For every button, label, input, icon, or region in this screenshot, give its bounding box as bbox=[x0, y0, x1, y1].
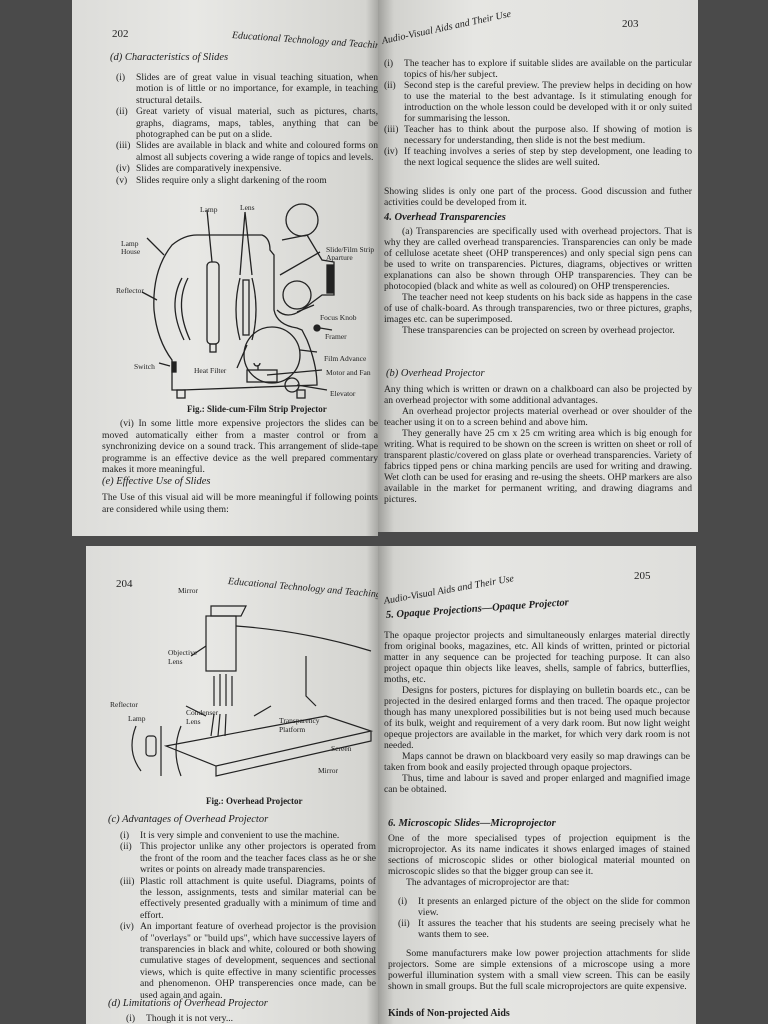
label-elevator: Elevator bbox=[330, 389, 356, 398]
paragraph: (a) Transparencies are specifically used… bbox=[384, 226, 692, 292]
list-item: (ii)This projector unlike any other proj… bbox=[120, 841, 376, 876]
list-item: (i)It presents an enlarged picture of th… bbox=[398, 896, 690, 918]
microprojector-text: One of the more specialised types of pro… bbox=[388, 833, 690, 992]
running-head: Educational Technology and Teaching Skil… bbox=[231, 30, 378, 53]
paragraph: Thus, time and labour is saved and prope… bbox=[384, 773, 690, 795]
paragraph: The Use of this visual aid will be more … bbox=[102, 492, 378, 515]
page-204: 204 Educational Technology and Teaching … bbox=[86, 546, 378, 1024]
section-heading: (c) Advantages of Overhead Projector bbox=[108, 814, 269, 825]
page-number: 204 bbox=[116, 578, 133, 590]
advantages-list: (i)It is very simple and convenient to u… bbox=[120, 830, 376, 1001]
list-item: (iii)Plastic roll attachment is quite us… bbox=[120, 875, 376, 921]
page-202: 202 Educational Technology and Teaching … bbox=[72, 0, 378, 536]
paragraph: Designs for posters, pictures for displa… bbox=[384, 685, 690, 751]
label-film-advance: Film Advance bbox=[324, 354, 367, 363]
list-item: (iv)An important feature of overhead pro… bbox=[120, 921, 376, 1001]
running-head: Audio-Visual Aids and Their Use bbox=[380, 8, 513, 47]
label-platform: Transparency Platform bbox=[279, 716, 320, 734]
list-item: (iii)Teacher has to think about the purp… bbox=[384, 124, 692, 146]
paragraph: One of the more specialised types of pro… bbox=[388, 833, 690, 877]
label-heat-filter: Heat Filter bbox=[194, 366, 227, 375]
page-number: 203 bbox=[622, 18, 639, 30]
section-heading: (d) Characteristics of Slides bbox=[110, 52, 229, 63]
label-objective-lens: Objective Lens bbox=[168, 648, 198, 666]
list-item: (iv)If teaching involves a series of ste… bbox=[384, 146, 692, 168]
label-lamp: Lamp bbox=[128, 714, 146, 723]
paragraph: An overhead projector projects material … bbox=[384, 406, 692, 428]
label-aperture: Slide/Film Strip Aparture bbox=[326, 245, 375, 262]
figure-caption: Fig.: Slide-cum-Film Strip Projector bbox=[187, 404, 327, 414]
list-item: (i)Slides are of great value in visual t… bbox=[116, 72, 378, 106]
page-205: 205 Audio-Visual Aids and Their Use 5. O… bbox=[378, 546, 696, 1024]
page-number: 205 bbox=[634, 570, 651, 582]
label-condenser-lens: Condenser Lens bbox=[186, 708, 219, 726]
list-item: (i)Though it is not very... bbox=[126, 1013, 234, 1024]
label-lamp-house: Lamp House bbox=[121, 239, 141, 256]
overhead-projector-text: Any thing which is written or drawn on a… bbox=[384, 384, 692, 505]
transparencies-text: (a) Transparencies are specifically used… bbox=[384, 226, 692, 336]
section-heading: Kinds of Non-projected Aids bbox=[388, 1008, 510, 1019]
paragraph: Some manufacturers make low power projec… bbox=[388, 948, 690, 992]
section-heading: 6. Microscopic Slides—Microprojector bbox=[388, 818, 556, 829]
label-mirror-bottom: Mirror bbox=[318, 766, 338, 775]
paragraph: These transparencies can be projected on… bbox=[402, 325, 675, 336]
label-switch: Switch bbox=[134, 362, 155, 371]
page-number: 202 bbox=[112, 28, 129, 40]
paragraph: Any thing which is written or drawn on a… bbox=[384, 384, 692, 406]
label-screen: Screen bbox=[331, 744, 352, 753]
section-heading: (d) Limitations of Overhead Projector bbox=[108, 998, 268, 1009]
list-item: (ii)It assures the teacher that his stud… bbox=[398, 918, 690, 940]
label-reflector: Reflector bbox=[110, 700, 138, 709]
list-item: (i)It is very simple and convenient to u… bbox=[120, 830, 340, 841]
list-item: (ii)Great variety of visual material, su… bbox=[116, 106, 378, 141]
paragraph: (vi) In some little more expensive proje… bbox=[102, 418, 378, 476]
section-heading: (e) Effective Use of Slides bbox=[102, 476, 211, 487]
overhead-projector-diagram bbox=[131, 605, 374, 777]
label-framer: Framer bbox=[325, 332, 347, 341]
section-heading: (b) Overhead Projector bbox=[386, 368, 485, 379]
paragraph: The advantages of microprojector are tha… bbox=[406, 877, 570, 888]
slides-use-list: (i)The teacher has to explore if suitabl… bbox=[384, 58, 692, 168]
label-reflector: Reflector bbox=[116, 286, 144, 295]
list-item: (iv)Slides are comparatively inexpensive… bbox=[116, 163, 282, 175]
page-203: 203 Audio-Visual Aids and Their Use (i)T… bbox=[378, 0, 698, 532]
list-item: (iii)Slides are available in black and w… bbox=[116, 140, 378, 163]
figure-caption: Fig.: Overhead Projector bbox=[206, 796, 303, 806]
label-motor-fan: Motor and Fan bbox=[326, 368, 371, 377]
label-focus-knob: Focus Knob bbox=[320, 313, 357, 322]
list-item: (ii)Second step is the careful preview. … bbox=[384, 80, 692, 124]
label-lens: Lens bbox=[240, 203, 255, 212]
paragraph: Showing slides is only one part of the p… bbox=[384, 186, 692, 208]
list-item: (v)Slides require only a slight darkenin… bbox=[116, 174, 327, 186]
paragraph: They generally have 25 cm x 25 cm writin… bbox=[384, 428, 692, 505]
list-item: (i)The teacher has to explore if suitabl… bbox=[384, 58, 692, 80]
label-lamp: Lamp bbox=[200, 205, 218, 214]
characteristics-list: (i)Slides are of great value in visual t… bbox=[116, 72, 378, 186]
opaque-projector-text: The opaque projector projects and simult… bbox=[384, 630, 690, 795]
paragraph: The teacher need not keep students on hi… bbox=[384, 292, 692, 325]
label-mirror-top: Mirror bbox=[178, 586, 198, 595]
slide-projector-diagram bbox=[141, 203, 335, 399]
section-heading: 4. Overhead Transparencies bbox=[384, 212, 506, 223]
paragraph: The opaque projector projects and simult… bbox=[384, 630, 690, 685]
paragraph: Maps cannot be drawn on blackboard very … bbox=[384, 751, 690, 773]
